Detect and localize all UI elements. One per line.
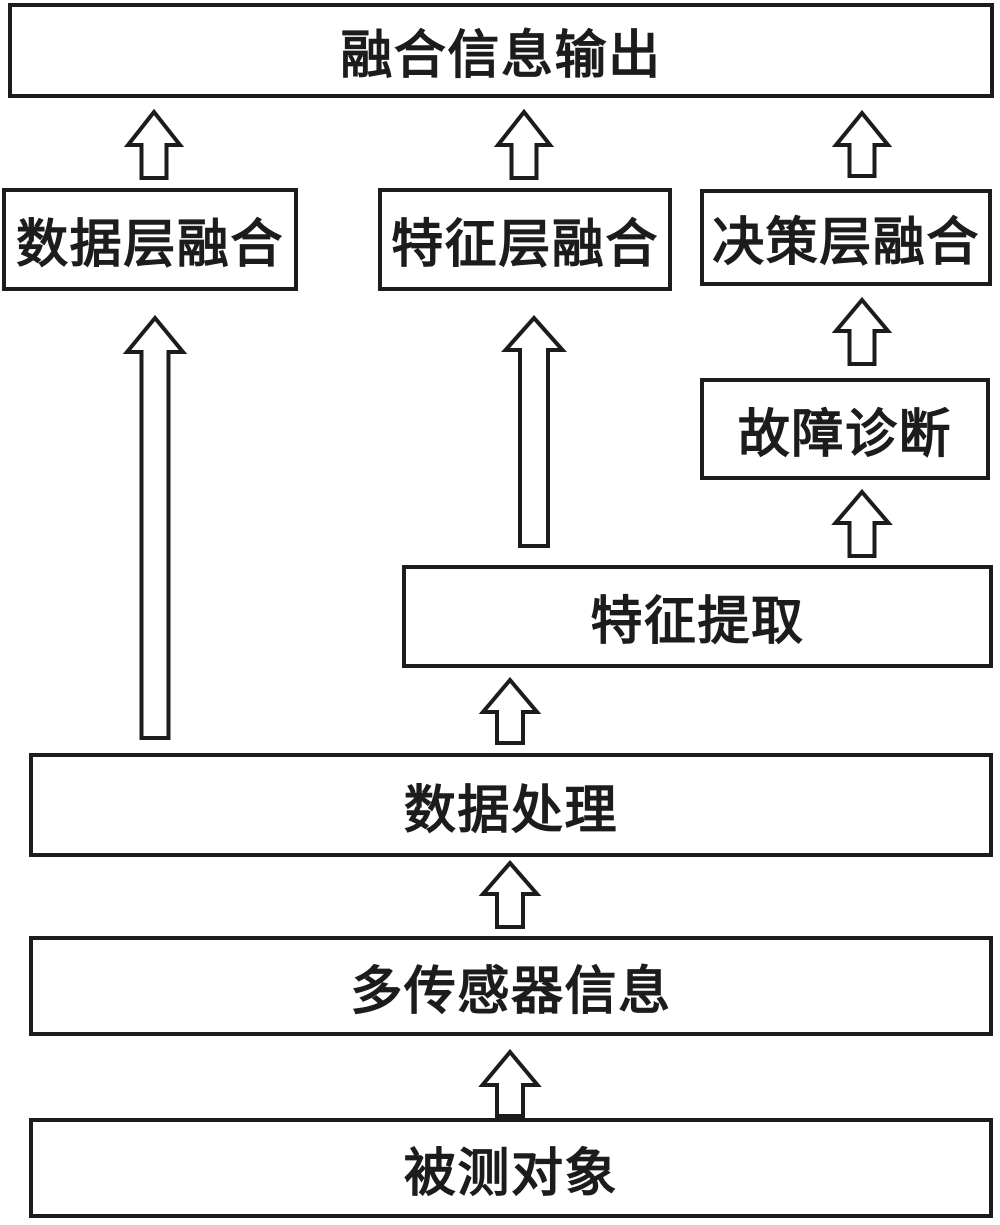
node-label: 多传感器信息 (350, 963, 672, 1021)
node-label: 决策层融合 (712, 215, 980, 272)
node-fusion-information-output: 融合信息输出 (8, 3, 994, 98)
node-multi-sensor-information: 多传感器信息 (29, 936, 993, 1036)
node-label: 融合信息输出 (340, 28, 662, 85)
node-decision-layer-fusion: 决策层融合 (700, 189, 992, 286)
node-feature-layer-fusion: 特征层融合 (378, 188, 672, 291)
node-feature-extraction: 特征提取 (402, 565, 993, 668)
up-arrow-measured-object-to-multi-sensor (478, 1048, 542, 1118)
node-data-processing: 数据处理 (29, 753, 993, 857)
up-arrow-multi-sensor-to-data-processing (478, 859, 542, 929)
node-label: 特征提取 (590, 594, 805, 651)
node-label: 数据层融合 (16, 217, 284, 274)
up-arrow-feature-extraction-to-feature-fusion (501, 314, 567, 548)
up-arrow-decision-fusion-to-output (831, 109, 893, 178)
node-label: 故障诊断 (737, 406, 953, 464)
up-arrow-data-processing-to-feature-extraction (478, 676, 542, 745)
up-arrow-data-fusion-to-output (123, 108, 185, 180)
node-fault-diagnosis: 故障诊断 (700, 378, 990, 480)
up-arrow-data-processing-to-data-fusion (122, 314, 188, 740)
up-arrow-feature-fusion-to-output (493, 108, 555, 180)
node-label: 数据处理 (403, 782, 619, 840)
node-label: 被测对象 (403, 1145, 619, 1203)
up-arrow-feature-extraction-to-fault-diagnosis (831, 488, 893, 558)
node-data-layer-fusion: 数据层融合 (2, 188, 298, 291)
node-measured-object: 被测对象 (29, 1118, 993, 1218)
up-arrow-fault-diagnosis-to-decision-fusion (831, 296, 893, 366)
node-label: 特征层融合 (391, 217, 659, 274)
